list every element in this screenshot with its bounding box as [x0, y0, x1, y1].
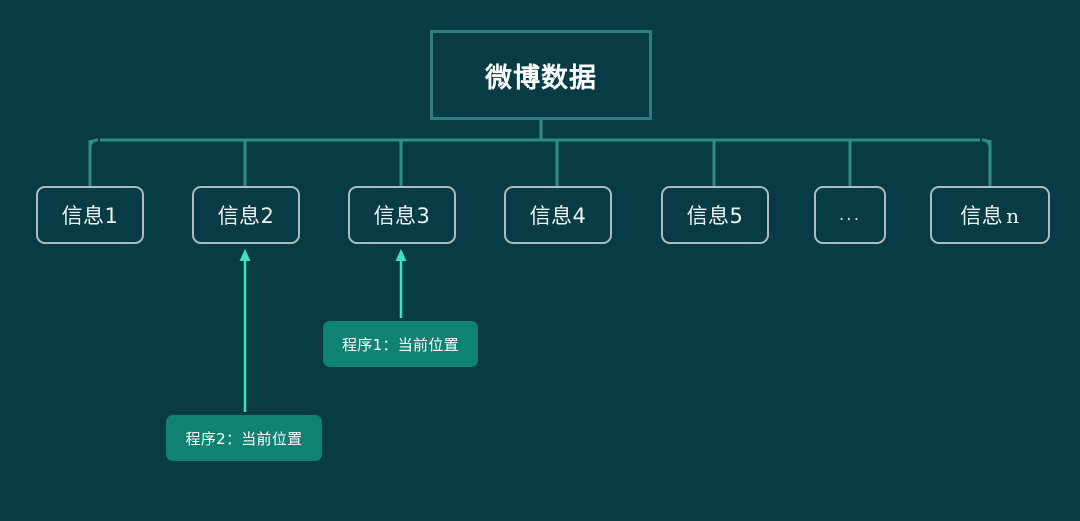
callout-program-1[interactable]: 程序1：当前位置 [323, 321, 478, 367]
callout-label: 程序1：当前位置 [342, 335, 459, 354]
node-label: ... [838, 205, 862, 225]
node-xinxi-4[interactable]: 信息4 [504, 186, 612, 244]
node-label: 信息4 [529, 204, 587, 228]
node-xinxi-2[interactable]: 信息2 [192, 186, 300, 244]
node-xinxi-5[interactable]: 信息5 [661, 186, 769, 244]
node-ellipsis[interactable]: ... [814, 186, 886, 244]
node-label: 信息2 [217, 204, 275, 228]
node-label: 信息1 [61, 204, 119, 228]
root-node[interactable]: 微博数据 [430, 30, 652, 120]
bus-left-elbow [88, 138, 99, 152]
node-label: 信息5 [686, 204, 744, 228]
callout-program-2[interactable]: 程序2：当前位置 [166, 415, 322, 461]
node-xinxi-1[interactable]: 信息1 [36, 186, 144, 244]
node-xinxi-3[interactable]: 信息3 [348, 186, 456, 244]
node-label: 信息3 [373, 204, 431, 228]
arrow-head-callout-1 [395, 249, 407, 261]
bus-right-elbow [981, 138, 992, 152]
arrow-head-callout-2 [239, 249, 251, 261]
root-node-label: 微博数据 [485, 62, 597, 94]
callout-label: 程序2：当前位置 [185, 429, 303, 448]
